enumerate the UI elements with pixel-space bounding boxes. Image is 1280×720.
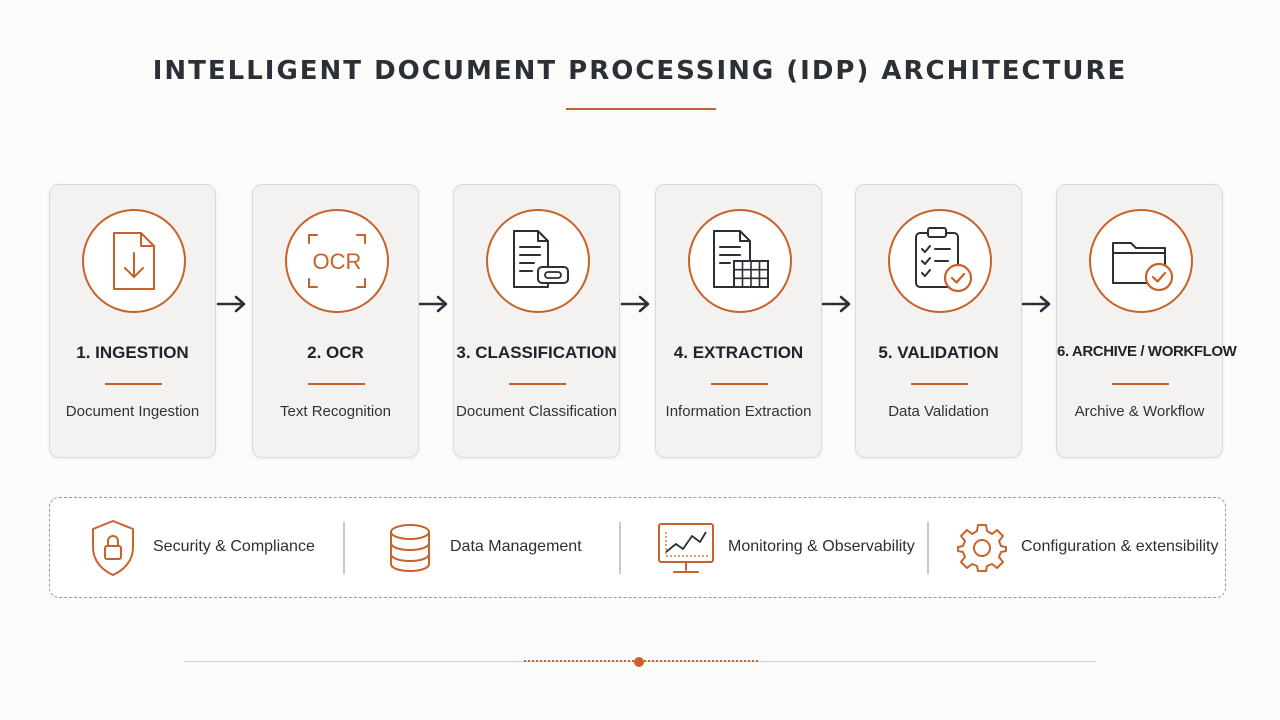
step-subtitle: Information Extraction <box>665 403 812 420</box>
arrow-right-icon <box>1021 295 1051 313</box>
ocr-icon-text: OCR <box>313 249 362 274</box>
feature-data-management: Data Management <box>385 518 605 578</box>
step-card-validation: 5. VALIDATION Data Validation <box>855 184 1022 458</box>
feature-label: Data Management <box>450 538 582 555</box>
feature-separator <box>927 522 929 574</box>
step-icon-circle: OCR <box>285 209 389 313</box>
step-title: 1. INGESTION <box>76 343 189 362</box>
feature-separator <box>619 522 621 574</box>
step-subtitle: Archive & Workflow <box>1074 403 1205 420</box>
step-divider <box>105 383 162 385</box>
step-card-ocr: OCR 2. OCR Text Recognition <box>252 184 419 458</box>
document-table-icon <box>713 230 769 288</box>
step-card-archive-workflow: 6. ARCHIVE / WORKFLOW Archive & Workflow <box>1056 184 1237 458</box>
arrow-right-icon <box>620 295 650 313</box>
step-icon-circle <box>1089 209 1193 313</box>
folder-check-icon <box>1112 242 1174 292</box>
shield-lock-icon <box>92 520 134 576</box>
step-subtitle: Text Recognition <box>280 403 391 420</box>
step-subtitle: Document Ingestion <box>65 403 200 420</box>
step-title: 3. CLASSIFICATION <box>456 343 617 362</box>
step-title: 4. EXTRACTION <box>673 343 804 362</box>
feature-configuration-extensibility: Configuration & extensibility <box>956 518 1219 578</box>
step-subtitle: Document Classification <box>456 403 617 420</box>
cross-cutting-concerns-bar <box>49 497 1226 598</box>
feature-monitoring-observability: Monitoring & Observability <box>656 518 916 578</box>
step-subtitle: Data Validation <box>888 403 989 420</box>
step-icon-circle <box>888 209 992 313</box>
arrow-right-icon <box>418 295 448 313</box>
arrow-right-icon <box>216 295 246 313</box>
step-divider <box>1112 383 1169 385</box>
step-divider <box>911 383 968 385</box>
database-icon <box>390 524 430 573</box>
step-icon-circle <box>688 209 792 313</box>
step-icon-circle <box>486 209 590 313</box>
step-icon-circle <box>82 209 186 313</box>
step-card-classification: 3. CLASSIFICATION Document Classificatio… <box>453 184 620 458</box>
document-download-icon <box>113 232 155 290</box>
monitor-chart-icon <box>658 523 714 573</box>
clipboard-check-icon <box>915 227 973 293</box>
step-card-extraction: 4. EXTRACTION Information Extraction <box>655 184 822 458</box>
document-tag-icon <box>513 230 569 288</box>
ocr-scan-icon: OCR <box>308 234 366 288</box>
page-title: INTELLIGENT DOCUMENT PROCESSING (IDP) AR… <box>152 56 1128 86</box>
feature-security-compliance: Security & Compliance <box>88 518 328 578</box>
step-title: 6. ARCHIVE / WORKFLOW <box>1057 343 1237 360</box>
feature-label: Security & Compliance <box>153 538 315 555</box>
footer-dot <box>634 657 644 667</box>
step-divider <box>308 383 365 385</box>
step-card-ingestion: 1. INGESTION Document Ingestion <box>49 184 216 458</box>
step-title: 5. VALIDATION <box>878 343 999 362</box>
feature-label: Monitoring & Observability <box>728 538 915 555</box>
arrow-right-icon <box>821 295 851 313</box>
step-divider <box>509 383 566 385</box>
step-divider <box>711 383 768 385</box>
gear-icon <box>957 524 1007 572</box>
feature-label: Configuration & extensibility <box>1021 538 1219 555</box>
step-title: 2. OCR <box>307 343 364 362</box>
title-underline <box>566 108 716 110</box>
feature-separator <box>343 522 345 574</box>
